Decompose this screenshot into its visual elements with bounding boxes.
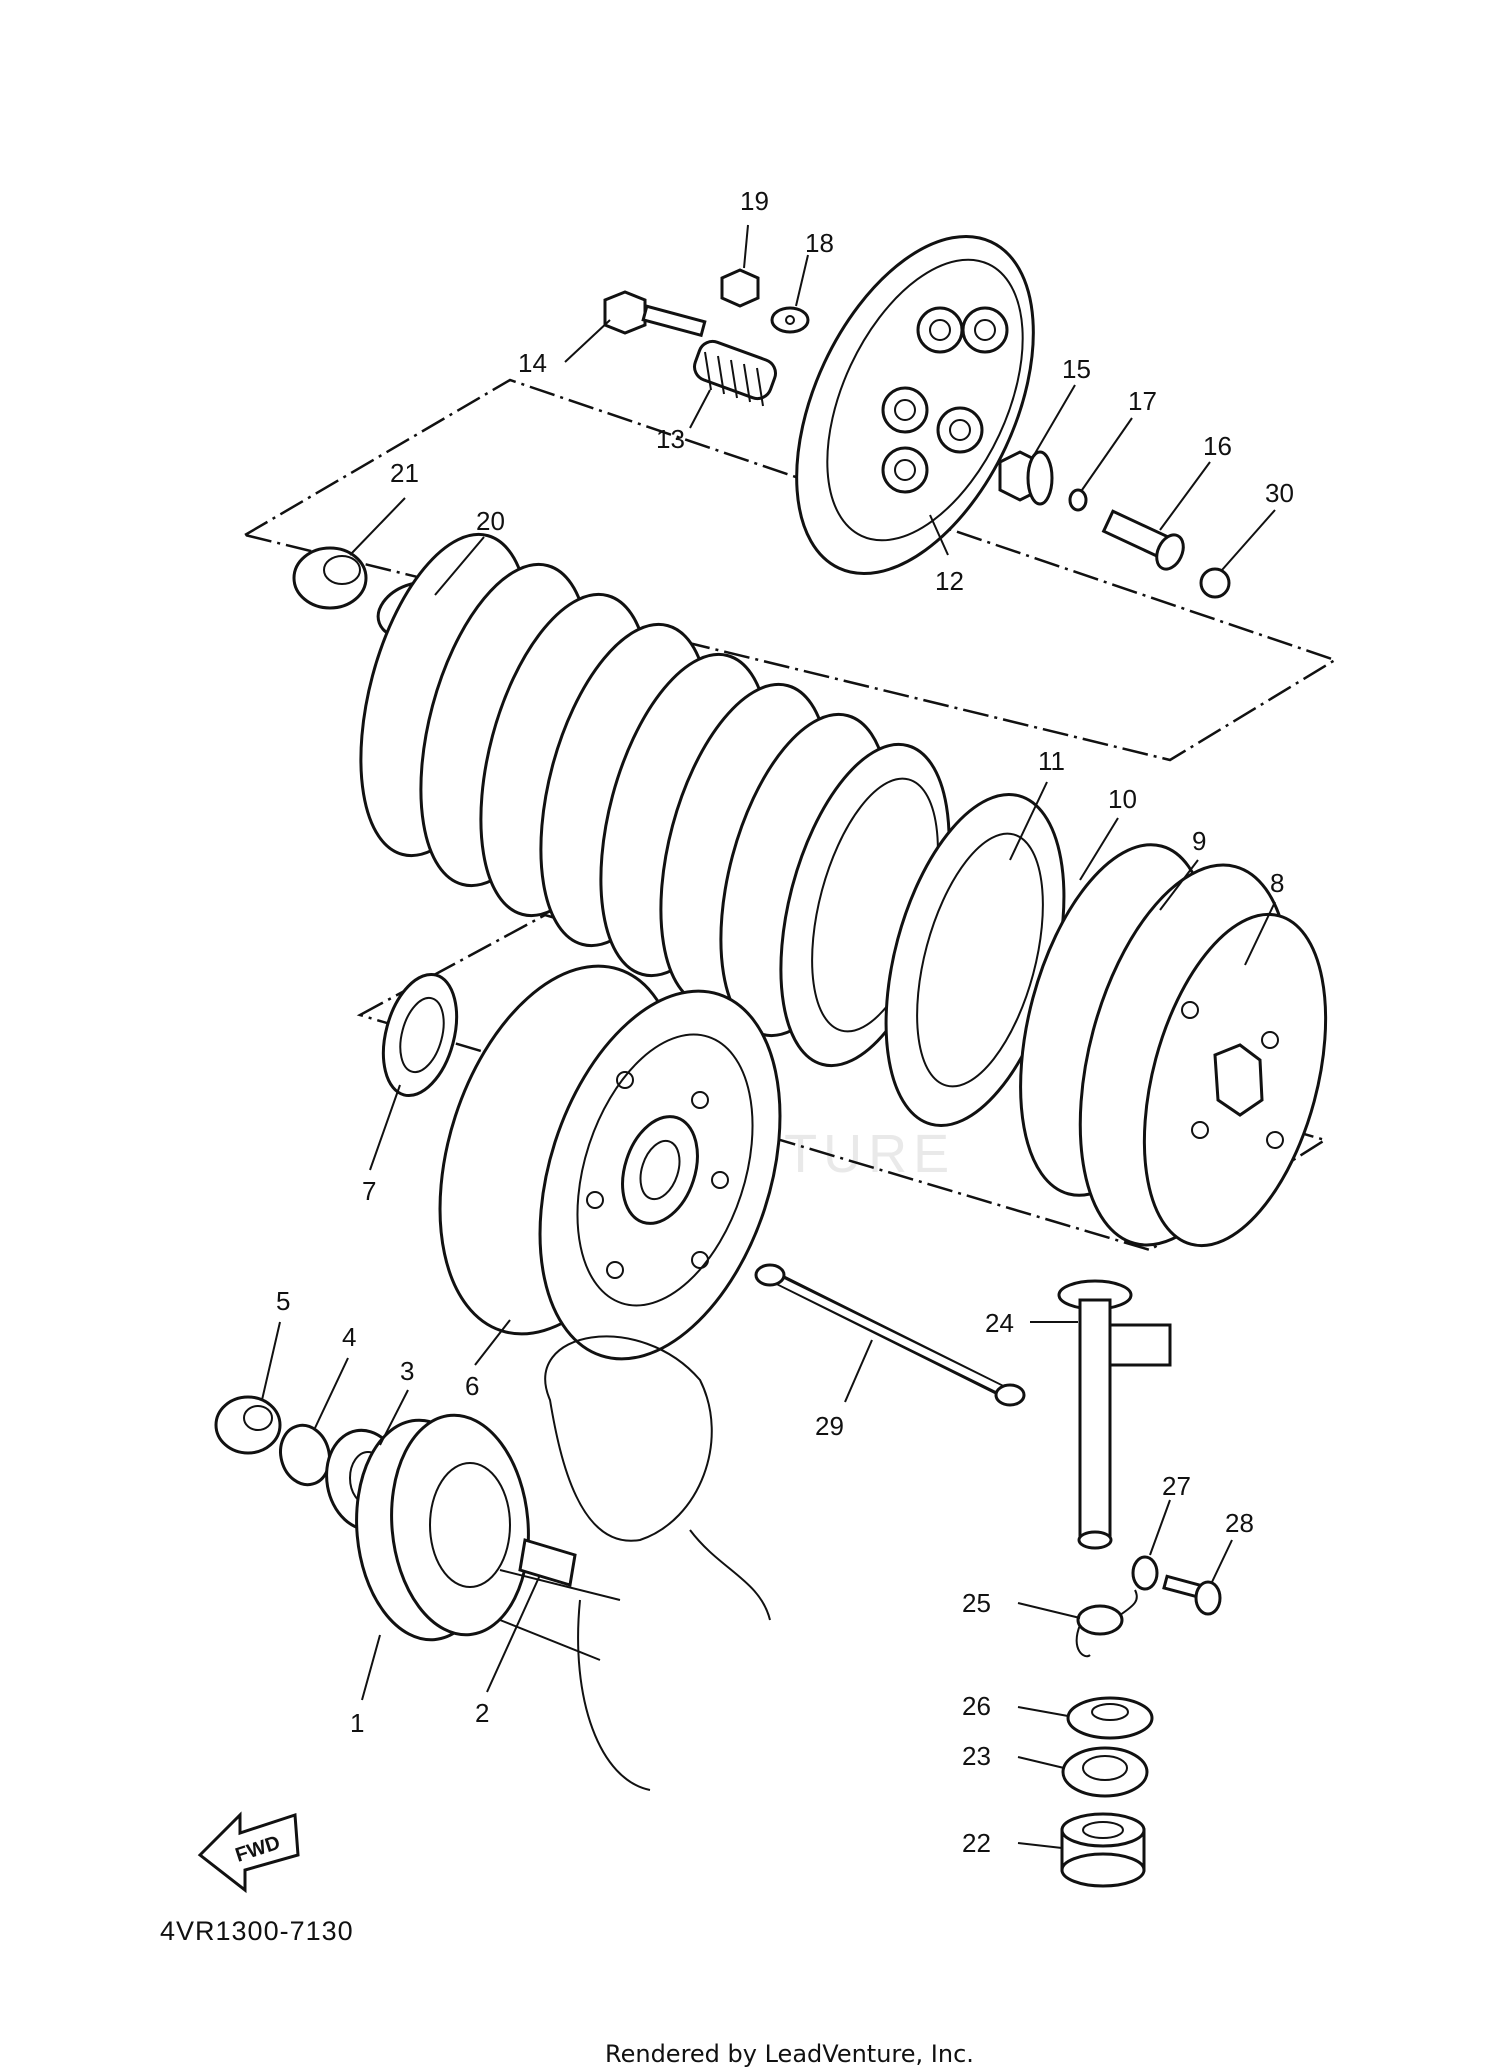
callout-12: 12 bbox=[935, 566, 964, 596]
screw-28 bbox=[1162, 1574, 1222, 1616]
primary-drive-gear bbox=[355, 1413, 530, 1642]
push-rod-16 bbox=[1101, 509, 1185, 571]
callout-22: 22 bbox=[962, 1828, 991, 1858]
oil-seal-23 bbox=[1061, 1746, 1149, 1798]
spring-25 bbox=[1075, 1589, 1138, 1658]
release-shaft-24 bbox=[1057, 1279, 1172, 1550]
callout-19: 19 bbox=[740, 186, 769, 216]
callout-23: 23 bbox=[962, 1741, 991, 1771]
callout-7: 7 bbox=[362, 1176, 376, 1206]
pressure-plate bbox=[795, 234, 1035, 576]
fwd-arrow-icon: FWD bbox=[197, 1811, 300, 1894]
render-credit: Rendered by LeadVenture, Inc. bbox=[605, 2040, 974, 2068]
washer-27 bbox=[1131, 1555, 1159, 1591]
woodruff-key bbox=[518, 1538, 577, 1587]
callout-11: 11 bbox=[1038, 746, 1065, 776]
washer-18 bbox=[770, 306, 810, 334]
ball-30 bbox=[1199, 567, 1231, 599]
callout-6: 6 bbox=[465, 1371, 479, 1401]
callout-24: 24 bbox=[985, 1308, 1014, 1338]
nut-19 bbox=[720, 268, 760, 308]
callout-18: 18 bbox=[805, 228, 834, 258]
callout-26: 26 bbox=[962, 1691, 991, 1721]
callout-30: 30 bbox=[1265, 478, 1294, 508]
callout-13: 13 bbox=[656, 424, 685, 454]
callout-3: 3 bbox=[400, 1356, 414, 1386]
callout-29: 29 bbox=[815, 1411, 844, 1441]
clutch-spring bbox=[693, 339, 777, 407]
callout-9: 9 bbox=[1192, 826, 1206, 856]
clutch-plate-stack bbox=[359, 532, 951, 1068]
callout-5: 5 bbox=[276, 1286, 290, 1316]
crankshaft-outline bbox=[499, 1335, 771, 1791]
callout-2: 2 bbox=[475, 1698, 489, 1728]
callout-16: 16 bbox=[1203, 431, 1232, 461]
callout-17: 17 bbox=[1128, 386, 1157, 416]
clutch-pack-group-frame bbox=[356, 913, 1329, 1252]
callouts: 19 18 14 13 21 20 15 17 16 30 12 11 10 9… bbox=[276, 186, 1294, 1858]
pressure-plate-group-frame bbox=[241, 378, 1338, 762]
callout-20: 20 bbox=[476, 506, 505, 536]
bearing-22 bbox=[1060, 1812, 1146, 1888]
clutch-boss bbox=[1078, 863, 1328, 1248]
callout-25: 25 bbox=[962, 1588, 991, 1618]
nut-5 bbox=[214, 1395, 282, 1455]
diagram-code: 4VR1300-7130 bbox=[160, 1916, 354, 1946]
callout-10: 10 bbox=[1108, 784, 1137, 814]
nut-21 bbox=[292, 546, 368, 610]
callout-4: 4 bbox=[342, 1322, 356, 1352]
lock-washer-4 bbox=[279, 1423, 331, 1487]
callout-27: 27 bbox=[1162, 1471, 1191, 1501]
leader-lines bbox=[261, 224, 1276, 1849]
thrust-washer-7 bbox=[381, 972, 459, 1098]
o-ring-17 bbox=[1068, 488, 1088, 512]
callout-15: 15 bbox=[1062, 354, 1091, 384]
washer-26 bbox=[1066, 1696, 1154, 1740]
callout-21: 21 bbox=[390, 458, 419, 488]
callout-28: 28 bbox=[1225, 1508, 1254, 1538]
callout-14: 14 bbox=[518, 348, 547, 378]
push-rod-29 bbox=[754, 1263, 1026, 1407]
callout-1: 1 bbox=[350, 1708, 364, 1738]
bolt-14 bbox=[603, 290, 707, 338]
callout-8: 8 bbox=[1270, 868, 1284, 898]
